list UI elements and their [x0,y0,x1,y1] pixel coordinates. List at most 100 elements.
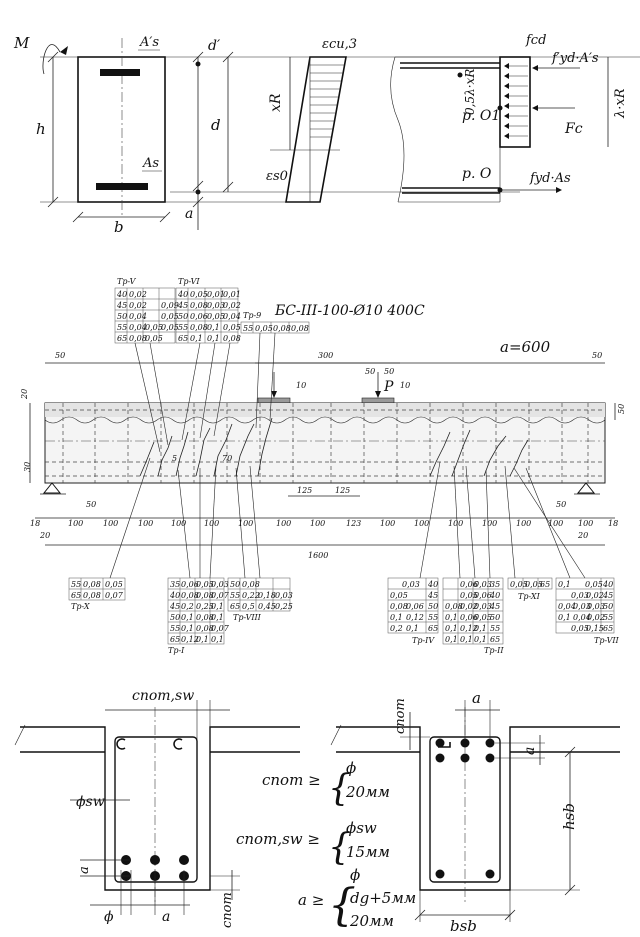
tpvi-r0c2: 0,01 [207,290,225,299]
left-support-dim: 50 [86,500,96,509]
bottom-dim-16: 100 [578,519,593,528]
tpii-r4c3: 55 [490,624,500,633]
tpiv-r0c0: 0,03 [402,580,420,589]
section-cover-details: cnom,sw ϕsw a ϕ a cnom cnom ≥ { ϕ 20мм c… [14,688,620,935]
xR-label: xR [268,93,284,112]
tpvii-r3c2: 0,02 [587,613,605,622]
d-tick-bottom [192,180,204,192]
tpii-r5c0: 0,1 [445,635,458,644]
strain-hatching [310,64,344,138]
top-dim-4: 50 [592,351,602,360]
rule3-brace: { [328,880,356,931]
tpi-r2c2: 0,25 [196,602,214,611]
right-top-bar-1 [435,738,445,748]
crack-pattern [139,417,529,477]
tpv-r1c3: 0,09 [161,301,179,310]
table-tp-vii-label: Tp-VII [594,636,620,645]
left-stirrup-hook-left [116,738,126,750]
tpx-r0c0: 55 [71,580,81,589]
h-label: h [36,120,46,138]
tpii-r2c0: 0,08 [445,602,463,611]
right-bottom-bar-2 [485,869,495,879]
bottom-dim-15: 100 [548,519,563,528]
tpii-r5c2: 0,1 [474,635,487,644]
tpvi-r1c1: 0,08 [190,301,208,310]
bottom-rebar-label: As [142,156,159,171]
half-lambda-label: 0,5λ·xR [463,69,477,115]
beam-title: БС-III-100-Ø10 400С [274,303,425,319]
tpii-r1c2: 40 [489,591,500,600]
table-tp-i: 35 0,06 0,05 0,03 40 0,08 0,08 0,07 45 0… [167,577,230,655]
tpiv-r3c1: 0,12 [406,613,424,622]
tpvii-r0c0: 0,1 [558,580,571,589]
tpx-r1c0: 65 [71,591,81,600]
tpvii-r2c3: 50 [603,602,613,611]
bottom-dim-1: 100 [68,519,83,528]
table-tp-v-label: Tp-V [117,277,137,286]
tpviii-r2c3: 0,25 [275,602,293,611]
top-table-leaders [134,332,276,453]
crack-dim-125a: 125 [297,486,312,495]
top-dim-2: 300 [318,351,333,360]
left-bar-2 [150,855,160,865]
tpvi-r0c0: 40 [177,290,188,299]
tpi-r2c1: 0,2 [181,602,194,611]
load-arrowhead-left [271,391,277,398]
tp9-r0c3: 0,08 [291,324,309,333]
tpvi-r3c1: 0,08 [190,323,208,332]
crack-dim-125b: 125 [335,486,350,495]
table-tp-ii: 0,06 0,03 35 0,05 0,06 40 0,08 0,02 0,03… [442,577,504,655]
tpvi-r4c2: 0,1 [207,334,220,343]
tpv-r4c1: 0,08 [129,334,147,343]
tpvii-r3c1: 0,04 [573,613,591,622]
hsb-tick-top [564,746,576,758]
tpv-r4c0: 65 [117,334,127,343]
p-o-label: p. O [462,166,492,182]
right-break-mark [330,724,342,746]
fyd-bottom-label: fyd·As [529,171,571,186]
tpx-r0c1: 0,08 [83,580,101,589]
tpvi-r2c3: 0,04 [223,312,241,321]
table-tp-ii-label: Tp-II [484,646,504,655]
tp9-r0c2: 0,08 [273,324,291,333]
left-support [42,482,62,494]
tpvi-r4c3: 0,08 [223,334,241,343]
rule3-lhs: a ≥ [298,891,324,909]
tpi-r4c0: 55 [170,624,180,633]
tpii-r5c3: 65 [490,635,500,644]
tpi-r1c2: 0,08 [196,591,214,600]
a-top-label: a [472,689,481,707]
table-tp-9-label: Tp-9 [243,311,261,320]
d-prime-label: d′ [208,38,221,54]
tpvi-r0c1: 0,05 [190,290,208,299]
tp9-r0c1: 0,05 [255,324,273,333]
p-o1-label: p. O1 [462,108,500,124]
phi-label: ϕ [104,909,114,925]
total-length-label: 1600 [308,551,328,560]
tpiv-r3c2: 55 [428,613,438,622]
lambda-xR-label: λ·xR [613,88,628,119]
tpiv-r2c2: 50 [428,602,438,611]
tpii-r3c2: 0,05 [474,613,492,622]
hsb-label: hsb [560,803,578,830]
fc-label: Fc [564,121,583,137]
tpvii-r4c2: 65 [603,624,613,633]
moment-arrow [42,44,61,75]
tpvii-r2c2: 0,03 [587,602,605,611]
tpv-r1c0: 45 [116,301,127,310]
bottom-small-left: 20 [39,531,50,540]
tpii-r1c1: 0,06 [474,591,492,600]
tpi-r3c2: 0,08 [196,613,214,622]
table-tp-viii: 50 0,08 55 0,22 0,18 0,03 65 0,5 0,45 0,… [227,577,293,622]
tpii-r0c0: 0,06 [460,580,478,589]
tpi-r5c0: 65 [170,635,180,644]
tpvi-r1c2: 0,03 [207,301,225,310]
rule3-opt1: ϕ [350,866,360,884]
tpvi-r3c0: 55 [178,323,188,332]
tpi-r4c3: 0,07 [211,624,230,633]
fyd-top-label: f′yd·A′s [551,51,599,66]
tpii-r5c1: 0,1 [460,635,473,644]
phi-sw-label: ϕsw [76,794,105,810]
strain-diagram [285,56,347,203]
